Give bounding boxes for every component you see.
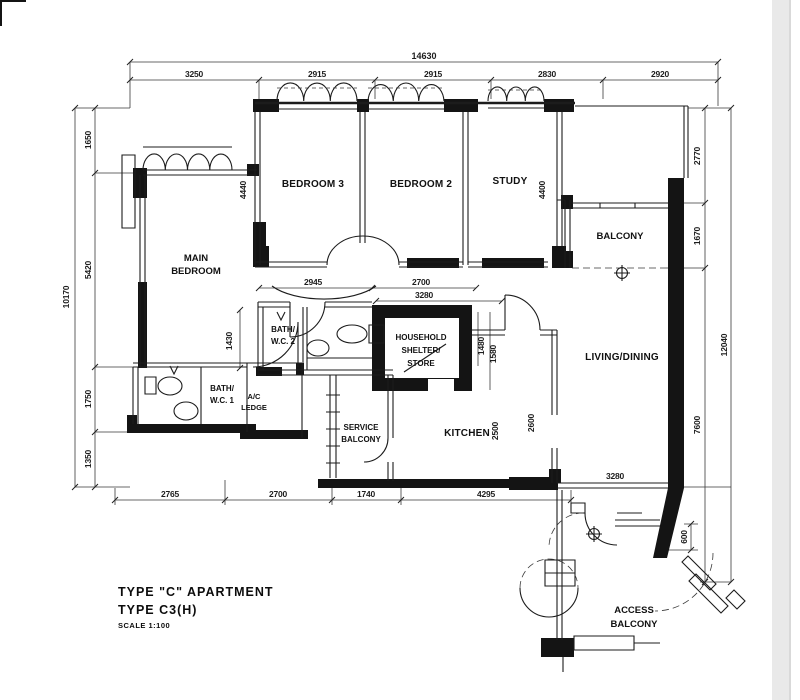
title-line-1: TYPE "C" APARTMENT: [118, 585, 274, 599]
room-label-shelter-1: HOUSEHOLD: [395, 333, 446, 342]
dim-kitchen-w: 3280: [415, 290, 434, 300]
room-label-bath1-1: BATH/: [210, 384, 235, 393]
room-label-ac-ledge-1: A/C: [248, 392, 262, 401]
dim-bottom-0: 2765: [161, 489, 180, 499]
dim-right-small: 600: [679, 530, 689, 544]
dim-right-2: 7600: [692, 415, 702, 434]
room-label-living-dining: LIVING/DINING: [585, 352, 659, 363]
dim-bottom-3: 4295: [477, 489, 496, 499]
room-label-shelter-2: SHELTER/: [402, 346, 442, 355]
room-label-main-bedroom-1: MAIN: [184, 253, 208, 264]
title-block: TYPE "C" APARTMENT TYPE C3(H) SCALE 1:10…: [118, 585, 274, 630]
dimension-labels: 14630 3250 2915 2915 2830 2920 10170 165…: [61, 51, 729, 544]
walls: [121, 101, 746, 672]
room-label-bedroom2: BEDROOM 2: [390, 179, 453, 190]
household-shelter-walls: [372, 305, 472, 391]
dim-hall-w2: 2700: [412, 277, 431, 287]
room-label-bath2-2: W.C. 2: [271, 337, 296, 346]
dim-right-1: 1670: [692, 226, 702, 245]
room-label-bath1-2: W.C. 1: [210, 396, 235, 405]
dim-hall-w1: 2945: [304, 277, 323, 287]
dim-top-0: 3250: [185, 69, 204, 79]
dim-left-0: 1650: [83, 130, 93, 149]
dim-kitchen-d2: 2600: [526, 413, 536, 432]
dim-bottom-1: 2700: [269, 489, 288, 499]
dim-bath-h: 1430: [224, 331, 234, 350]
dim-left-2: 1750: [83, 389, 93, 408]
room-label-access-balcony-2: BALCONY: [611, 619, 659, 630]
dimension-lines: [71, 58, 735, 586]
dim-top-1: 2915: [308, 69, 327, 79]
dim-kitchen-d1: 2500: [490, 421, 500, 440]
dim-left-3: 1350: [83, 449, 93, 468]
dim-overall-width: 14630: [411, 51, 436, 61]
room-label-balcony: BALCONY: [597, 231, 645, 242]
dim-main-bed-depth: 4440: [238, 180, 248, 199]
room-label-shelter-3: STORE: [407, 359, 435, 368]
room-label-study: STUDY: [493, 176, 528, 187]
dim-right-0: 2770: [692, 146, 702, 165]
dim-left-overall: 10170: [61, 285, 71, 308]
room-labels: BEDROOM 3 BEDROOM 2 STUDY MAIN BEDROOM B…: [171, 176, 659, 630]
room-label-kitchen: KITCHEN: [444, 428, 490, 439]
level-marker-entrance: [586, 526, 602, 542]
doors: [252, 235, 714, 618]
title-line-2: TYPE C3(H): [118, 603, 197, 617]
room-label-main-bedroom-2: BEDROOM: [171, 266, 221, 277]
dim-right-overall: 12040: [719, 333, 729, 356]
fixtures: [144, 265, 630, 542]
dim-left-1: 5420: [83, 260, 93, 279]
dim-top-2: 2915: [424, 69, 443, 79]
room-label-bedroom3: BEDROOM 3: [282, 179, 345, 190]
dim-top-4: 2920: [651, 69, 670, 79]
room-label-access-balcony-1: ACCESS: [614, 605, 654, 616]
dim-shelter-h2: 1580: [488, 344, 498, 363]
title-scale: SCALE 1:100: [118, 621, 170, 630]
dim-bottom-2: 1740: [357, 489, 376, 499]
dim-top-3: 2830: [538, 69, 557, 79]
dim-study-depth: 4400: [537, 180, 547, 199]
windows: [142, 82, 665, 269]
room-label-ac-ledge-2: LEDGE: [241, 403, 267, 412]
room-label-bath2-1: BATH/: [271, 325, 296, 334]
dim-living-bottom: 3280: [606, 471, 625, 481]
room-label-service-balcony-1: SERVICE: [344, 423, 380, 432]
level-marker-balcony: [614, 265, 630, 281]
dim-shelter-h1: 1480: [476, 336, 486, 355]
room-label-service-balcony-2: BALCONY: [341, 435, 381, 444]
